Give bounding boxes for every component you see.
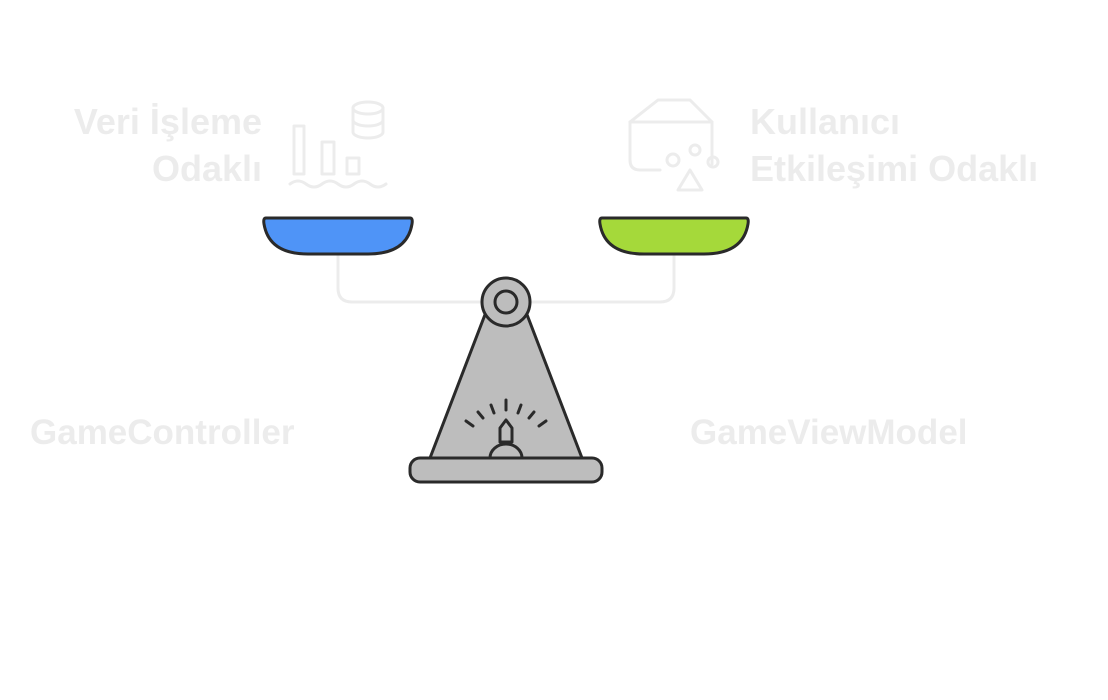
left-category-label: Veri İşleme Odaklı (60, 98, 262, 192)
right-category-label: Kullanıcı Etkileşimi Odaklı (750, 98, 1038, 192)
balance-scale-icon (408, 276, 604, 484)
left-pan (262, 216, 414, 256)
right-pan (598, 216, 750, 256)
user-interaction-icon (628, 98, 720, 192)
left-component-name: GameController (30, 413, 295, 452)
right-category-line1: Kullanıcı (750, 101, 901, 142)
right-component-name: GameViewModel (690, 413, 968, 452)
left-category-line1: Veri İşleme (73, 101, 262, 142)
right-category-line2: Etkileşimi Odaklı (750, 148, 1039, 189)
data-processing-icon (288, 100, 388, 189)
left-category-line2: Odaklı (151, 148, 262, 189)
